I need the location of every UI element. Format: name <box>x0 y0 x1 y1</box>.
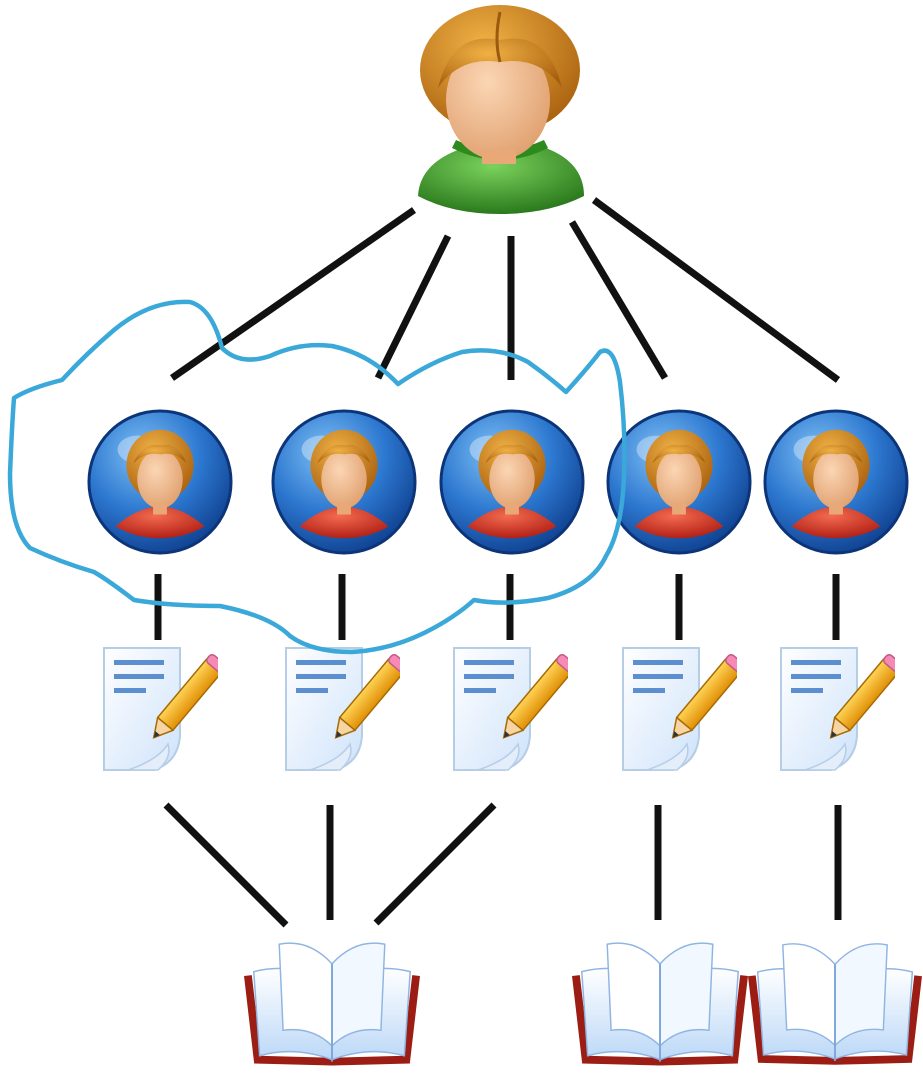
document-pencil-icon <box>622 647 737 771</box>
connector-doc3-book1 <box>373 802 497 926</box>
team-members <box>87 409 909 555</box>
team-member-icon <box>439 409 585 555</box>
connector-doc1-book1 <box>163 802 289 928</box>
team-member-icon <box>763 409 909 555</box>
documents <box>103 647 895 771</box>
connector-root-member-2 <box>374 234 452 380</box>
document-pencil-icon <box>285 647 400 771</box>
team-member-icon <box>606 409 752 555</box>
supervisor-connectors <box>170 197 841 383</box>
group-boundary-outline <box>7 299 627 655</box>
team-member-icon <box>271 409 417 555</box>
books <box>248 943 918 1061</box>
open-book-icon <box>752 944 918 1061</box>
supervisor-person-icon <box>418 5 584 214</box>
document-pencil-icon <box>453 647 568 771</box>
team-member-icon <box>87 409 233 555</box>
member-document-connectors <box>154 574 840 640</box>
document-pencil-icon <box>780 647 895 771</box>
open-book-icon <box>248 943 416 1061</box>
document-book-connectors <box>163 802 842 928</box>
open-book-icon <box>576 943 744 1061</box>
connector-root-member-1 <box>170 207 416 381</box>
connector-root-member-4 <box>568 220 669 380</box>
connector-root-member-5 <box>591 197 841 383</box>
document-pencil-icon <box>103 647 218 771</box>
